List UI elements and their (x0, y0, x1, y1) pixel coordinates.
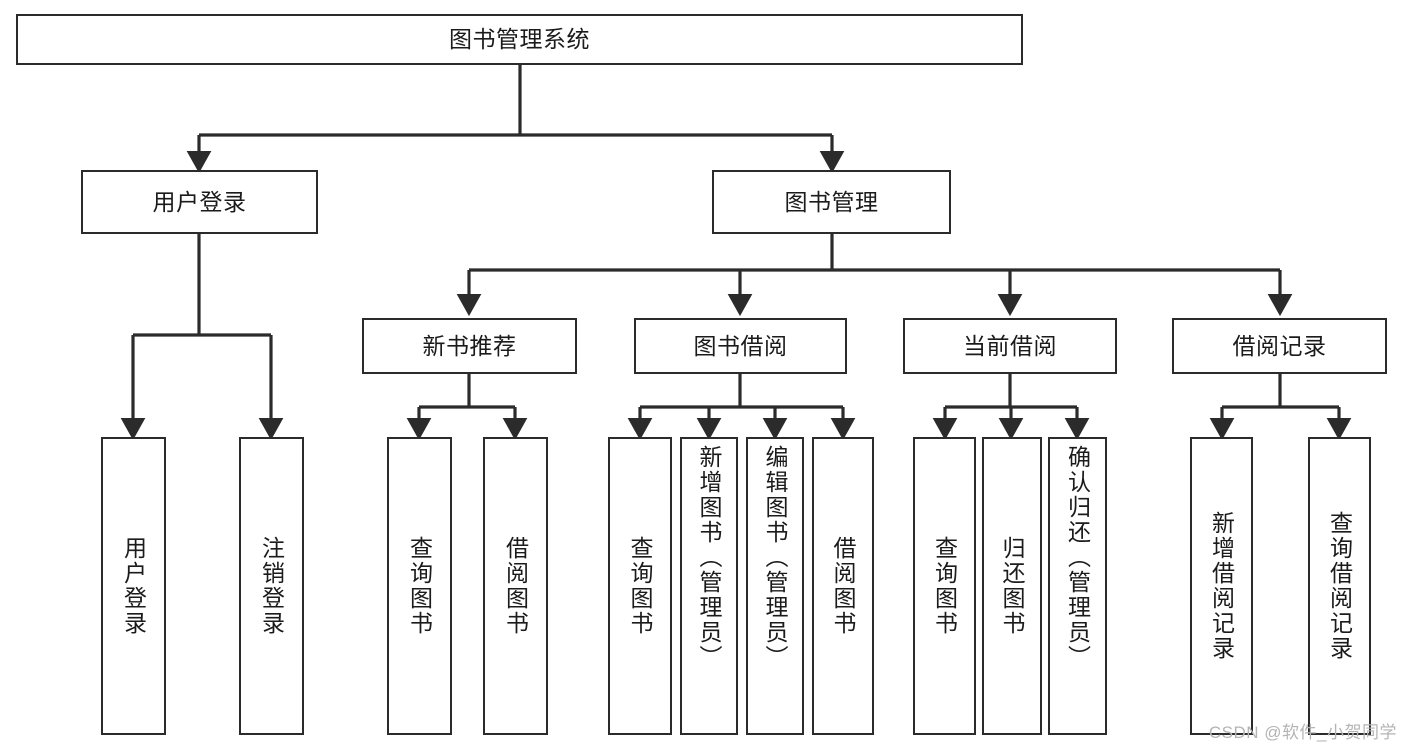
leaf-add-book-admin[interactable]: 新增图书（管理员） (680, 437, 738, 735)
leaf-borrow-book-borrow-label: 借阅图书 (830, 536, 857, 636)
leaf-edit-book-admin[interactable]: 编辑图书（管理员） (746, 437, 804, 735)
node-book-management-label: 图书管理 (784, 188, 879, 215)
leaf-confirm-return-admin[interactable]: 确认归还（管理员） (1048, 437, 1107, 735)
node-user-login[interactable]: 用户登录 (81, 170, 318, 234)
leaf-return-book-label: 归还图书 (999, 536, 1026, 636)
node-user-login-label: 用户登录 (152, 188, 247, 215)
leaf-query-book-borrow[interactable]: 查询图书 (608, 437, 672, 735)
leaf-edit-book-admin-label: 编辑图书（管理员） (762, 445, 789, 670)
node-new-book-recommend[interactable]: 新书推荐 (362, 318, 577, 374)
leaf-borrow-book-new[interactable]: 借阅图书 (483, 437, 548, 735)
leaf-add-book-admin-label: 新增图书（管理员） (696, 445, 723, 670)
leaf-add-borrow-record[interactable]: 新增借阅记录 (1190, 437, 1253, 735)
node-borrow-record[interactable]: 借阅记录 (1172, 318, 1387, 374)
node-borrow-record-label: 借阅记录 (1232, 332, 1327, 359)
watermark-text: CSDN @软件_小贺同学 (1208, 723, 1397, 742)
node-new-book-recommend-label: 新书推荐 (422, 332, 517, 359)
node-book-borrow-label: 图书借阅 (693, 332, 788, 359)
leaf-confirm-return-admin-label: 确认归还（管理员） (1064, 445, 1091, 670)
leaf-borrow-book-borrow[interactable]: 借阅图书 (812, 437, 874, 735)
leaf-query-book-current-label: 查询图书 (931, 536, 958, 636)
leaf-user-login-label: 用户登录 (120, 536, 147, 636)
leaf-logout-label: 注销登录 (258, 536, 285, 636)
leaf-query-book-borrow-label: 查询图书 (627, 536, 654, 636)
leaf-query-book-new[interactable]: 查询图书 (387, 437, 452, 735)
node-current-borrow[interactable]: 当前借阅 (903, 318, 1117, 374)
node-current-borrow-label: 当前借阅 (963, 332, 1057, 359)
node-root[interactable]: 图书管理系统 (16, 14, 1023, 65)
leaf-borrow-book-new-label: 借阅图书 (502, 536, 529, 636)
leaf-query-borrow-record[interactable]: 查询借阅记录 (1308, 437, 1371, 735)
node-book-management[interactable]: 图书管理 (712, 170, 951, 234)
leaf-logout[interactable]: 注销登录 (239, 437, 304, 735)
leaf-user-login[interactable]: 用户登录 (101, 437, 166, 735)
leaf-query-borrow-record-label: 查询借阅记录 (1326, 511, 1353, 661)
leaf-query-book-new-label: 查询图书 (406, 536, 433, 636)
leaf-query-book-current[interactable]: 查询图书 (913, 437, 976, 735)
node-book-borrow[interactable]: 图书借阅 (634, 318, 847, 374)
leaf-return-book[interactable]: 归还图书 (982, 437, 1042, 735)
leaf-add-borrow-record-label: 新增借阅记录 (1208, 511, 1235, 661)
node-root-label: 图书管理系统 (449, 26, 590, 53)
